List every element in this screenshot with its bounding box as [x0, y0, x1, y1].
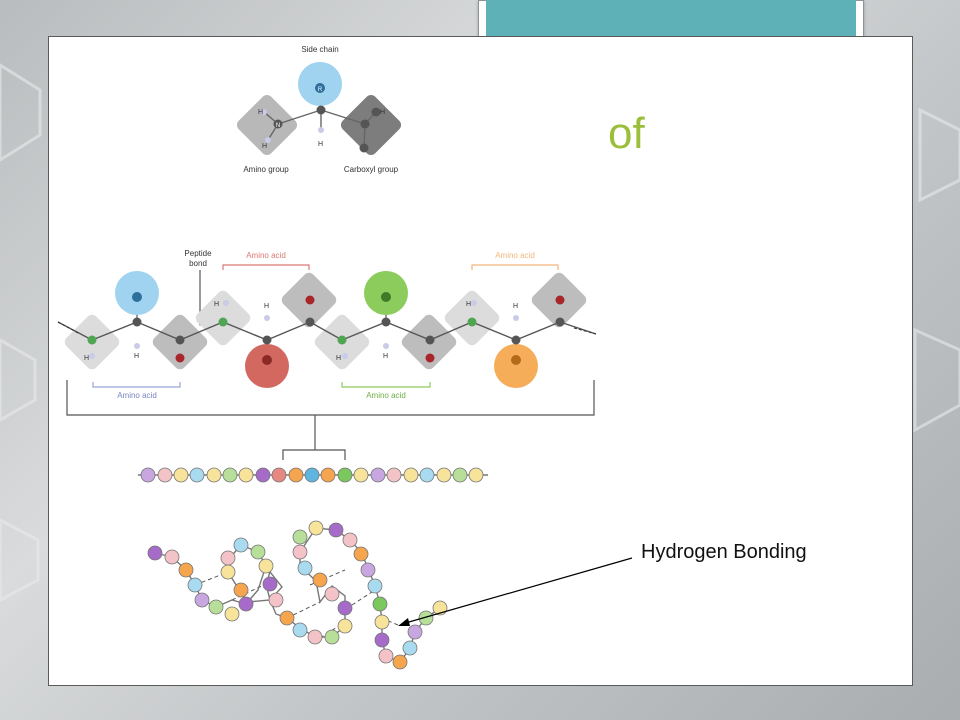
- peptide-bond-label-1: Peptide: [184, 249, 212, 258]
- svg-text:H: H: [264, 303, 269, 310]
- svg-text:H: H: [383, 353, 388, 360]
- alpha-carbon: [316, 105, 326, 115]
- svg-text:H: H: [466, 301, 471, 308]
- r-group-orange: [494, 344, 538, 388]
- slide-title-fragment: of: [608, 109, 645, 158]
- amino-acid-label-green: Amino acid: [366, 391, 406, 400]
- pointer-arrowhead: [398, 618, 410, 626]
- h-label-3: H: [318, 141, 323, 148]
- carboxyl-group-diamond: [340, 94, 402, 156]
- hydrogen-bond-pointer: [401, 557, 633, 625]
- amino-acid-label-blue: Amino acid: [117, 391, 157, 400]
- svg-text:H: H: [134, 353, 139, 360]
- amino-acid-label-red: Amino acid: [246, 251, 286, 260]
- amino-acid-label-orange: Amino acid: [495, 251, 535, 260]
- peptide-chain: Peptide bond Amino acid Amino acid: [57, 249, 597, 460]
- svg-text:H: H: [513, 303, 518, 310]
- carboxyl-carbon: [360, 119, 370, 129]
- carboxyl-group-label: Carboxyl group: [344, 165, 399, 174]
- svg-text:H: H: [84, 355, 89, 362]
- amino-group-label: Amino group: [243, 165, 289, 174]
- r-group-red: [245, 344, 289, 388]
- h-label-1: H: [258, 109, 263, 116]
- chain-bracket: [66, 380, 595, 416]
- linear-polypeptide: [138, 467, 488, 483]
- slide-content-panel: [48, 36, 913, 686]
- r-atom-label: R: [318, 87, 323, 93]
- h-label-4: H: [380, 109, 385, 116]
- peptide-bond-label-2: bond: [189, 259, 207, 268]
- n-atom-label: N: [276, 123, 280, 129]
- nitrogen-atom: [273, 119, 283, 129]
- hydrogen-bonding-label: Hydrogen Bonding: [641, 541, 807, 563]
- alpha-helix: [147, 520, 448, 670]
- side-chain-label: Side chain: [301, 45, 338, 54]
- h-label-2: H: [262, 143, 267, 150]
- r-atom: [315, 83, 325, 93]
- svg-text:H: H: [214, 301, 219, 308]
- amino-group-diamond: [236, 94, 298, 156]
- amino-acid-structure: Side chain R N H H H H Amino group Carbo…: [236, 45, 402, 174]
- svg-text:H: H: [336, 355, 341, 362]
